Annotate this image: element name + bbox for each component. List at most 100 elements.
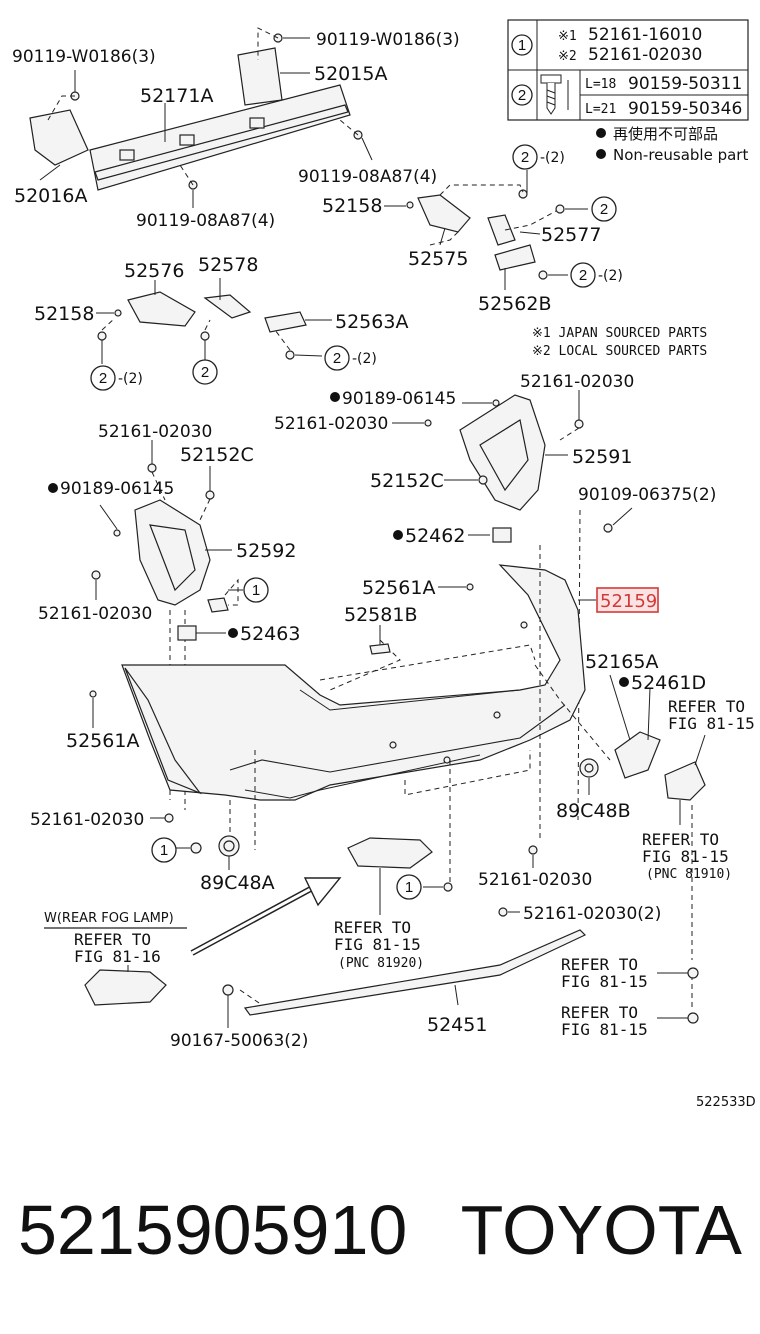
non-reusable-dot-icon bbox=[330, 392, 340, 402]
pnc-81910: (PNC 81910) bbox=[646, 867, 732, 882]
callout-52161-02030-b: 52161-02030 bbox=[274, 414, 388, 434]
callout-52561a-right: 52561A bbox=[362, 577, 435, 599]
callout-90189-06145-left: 90189-06145 bbox=[60, 479, 174, 499]
lower-left-fasteners bbox=[150, 813, 240, 870]
bumper-cover-52159 bbox=[89, 545, 611, 885]
refer-to-2: REFER TO bbox=[642, 830, 719, 849]
source-note-2: ※2 LOCAL SOURCED PARTS bbox=[532, 344, 707, 359]
callout-90189-06145-right: 90189-06145 bbox=[342, 389, 456, 409]
bracket-52591 bbox=[392, 390, 633, 821]
non-reusable-dot-icon bbox=[228, 628, 238, 638]
callout-52158-top: 52158 bbox=[322, 195, 382, 217]
svg-text:2: 2 bbox=[333, 350, 341, 367]
legend-len-2: L=21 bbox=[585, 102, 616, 117]
callout-52462: 52462 bbox=[405, 525, 465, 547]
legend-circle-1 bbox=[511, 34, 533, 56]
svg-text:2: 2 bbox=[579, 267, 587, 284]
callout-52592: 52592 bbox=[236, 540, 296, 562]
legend-num-1: 1 bbox=[518, 37, 526, 54]
non-reusable-dot-icon bbox=[596, 149, 606, 159]
refer-to-3: REFER TO bbox=[334, 918, 411, 937]
qty-upper-left-2: -(2) bbox=[352, 351, 377, 367]
refer-to-1: REFER TO bbox=[668, 697, 745, 716]
qty-upper-right-1: -(2) bbox=[540, 150, 565, 166]
legend-table: 1 ※1 52161-16010 ※2 52161-02030 2 L=18 9… bbox=[507, 19, 749, 359]
legend-part-1a: 52161-16010 bbox=[588, 25, 702, 45]
upper-left-retainers bbox=[96, 278, 332, 364]
callout-52015a: 52015A bbox=[314, 63, 387, 85]
svg-text:2: 2 bbox=[600, 201, 608, 218]
callout-90119-08a87-right: 90119-08A87(4) bbox=[298, 167, 437, 187]
callout-90119-w0186-left: 90119-W0186(3) bbox=[12, 47, 156, 67]
callout-89c48b: 89C48B bbox=[556, 800, 631, 822]
callout-52165a: 52165A bbox=[585, 651, 658, 673]
molding-52451 bbox=[222, 929, 699, 1028]
legend-num-2: 2 bbox=[518, 87, 526, 104]
svg-text:2: 2 bbox=[99, 370, 107, 387]
upper-right-retainers bbox=[384, 170, 588, 290]
non-reusable-dot-icon bbox=[619, 677, 629, 687]
callout-52575: 52575 bbox=[408, 248, 468, 270]
callout-52161-02030-g: 52161-02030(2) bbox=[523, 904, 661, 924]
legend-mark-2: ※2 bbox=[558, 49, 577, 64]
callout-52581b: 52581B bbox=[344, 604, 417, 626]
callout-52577: 52577 bbox=[541, 224, 601, 246]
fig-81-15-6: FIG 81-15 bbox=[561, 1020, 648, 1039]
rear-fog-lamp-label: W(REAR FOG LAMP) bbox=[44, 911, 174, 926]
highlight-52159-box bbox=[596, 587, 659, 613]
rear-fog-lamp bbox=[44, 877, 342, 1006]
callout-90119-w0186-top: 90119-W0186(3) bbox=[316, 30, 460, 50]
callout-52161-02030-e: 52161-02030 bbox=[30, 810, 144, 830]
legend-circle-2 bbox=[511, 84, 533, 106]
lower-right-covers bbox=[579, 674, 706, 1010]
product-footer: 5215905910 TOYOTA bbox=[0, 1185, 760, 1275]
callout-52562b: 52562B bbox=[478, 293, 551, 315]
callout-90167-50063: 90167-50063(2) bbox=[170, 1031, 308, 1051]
callout-52463: 52463 bbox=[240, 623, 300, 645]
callout-52563a: 52563A bbox=[335, 311, 408, 333]
callout-52171a: 52171A bbox=[140, 85, 213, 107]
fig-81-15-3: FIG 81-15 bbox=[334, 935, 421, 954]
non-reusable-en: Non-reusable part bbox=[613, 146, 748, 164]
fig-81-15-5: FIG 81-15 bbox=[561, 972, 648, 991]
refer-to-5: REFER TO bbox=[561, 955, 638, 974]
pad-52463 bbox=[177, 625, 197, 641]
refer-to-6: REFER TO bbox=[561, 1003, 638, 1022]
non-reusable-dot-icon bbox=[596, 128, 606, 138]
svg-text:1: 1 bbox=[405, 879, 413, 896]
callout-52161-02030-d: 52161-02030 bbox=[38, 604, 152, 624]
svg-text:1: 1 bbox=[252, 582, 260, 599]
callout-52451: 52451 bbox=[427, 1014, 487, 1036]
non-reusable-dot-icon bbox=[393, 530, 403, 540]
callout-52152c-left: 52152C bbox=[180, 444, 254, 466]
callout-52152c-right: 52152C bbox=[370, 470, 444, 492]
callout-90119-08a87-bottom: 90119-08A87(4) bbox=[136, 211, 275, 231]
svg-text:1: 1 bbox=[160, 842, 168, 859]
fig-81-15-1: FIG 81-15 bbox=[668, 714, 755, 733]
callout-52561a-left: 52561A bbox=[66, 730, 139, 752]
brand-name: TOYOTA bbox=[460, 1191, 742, 1269]
callout-90109-06375: 90109-06375(2) bbox=[578, 485, 716, 505]
legend-part-2b: 90159-50346 bbox=[628, 99, 742, 119]
fig-81-15-2: FIG 81-15 bbox=[642, 847, 729, 866]
callout-52016a: 52016A bbox=[14, 185, 87, 207]
qty-upper-left-1: -(2) bbox=[118, 371, 143, 387]
callout-52161-02030-f: 52161-02030 bbox=[478, 870, 592, 890]
callout-52158-left: 52158 bbox=[34, 303, 94, 325]
callout-52591: 52591 bbox=[572, 446, 632, 468]
legend-len-1: L=18 bbox=[585, 77, 616, 92]
callout-52576: 52576 bbox=[124, 260, 184, 282]
pad-52462 bbox=[492, 527, 512, 543]
callout-89c48a: 89C48A bbox=[200, 872, 275, 894]
callout-52461d: 52461D bbox=[631, 672, 706, 694]
pnc-81920: (PNC 81920) bbox=[338, 956, 424, 971]
clip-52581b bbox=[369, 643, 391, 655]
reinforcement-group bbox=[29, 27, 373, 208]
center-reflector bbox=[347, 837, 538, 917]
legend-part-2a: 90159-50311 bbox=[628, 74, 742, 94]
callout-52159-highlight: 52159 bbox=[600, 591, 657, 612]
legend-mark-1: ※1 bbox=[558, 29, 577, 44]
svg-text:2: 2 bbox=[201, 364, 209, 381]
non-reusable-dot-icon bbox=[48, 483, 58, 493]
